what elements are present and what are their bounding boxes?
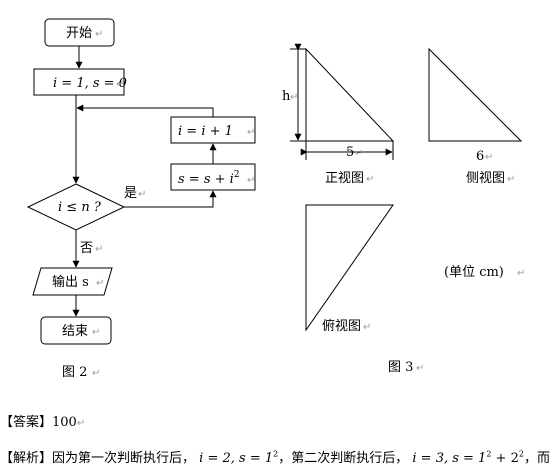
analysis-expr-2-plus: + 2 (491, 451, 519, 466)
return-mark: ↵ (290, 92, 298, 103)
analysis-expr-2-exp1: 2 (486, 449, 492, 459)
front-view-triangle (305, 47, 395, 142)
return-mark: ↵ (363, 322, 371, 333)
arrow-loop-back (76, 104, 214, 117)
output-label: 输出 s (52, 274, 89, 290)
return-mark: ↵ (507, 174, 515, 185)
top-view-triangle (305, 204, 394, 332)
return-mark: ↵ (96, 278, 104, 289)
analysis-expr-2-exp2: 2 (518, 449, 524, 459)
return-mark: ↵ (92, 327, 100, 338)
answer-value: 100 (52, 415, 77, 430)
yes-label: 是 (124, 186, 137, 201)
return-mark: ↵ (247, 175, 255, 186)
arrow-yes-update-s (124, 190, 217, 208)
init-label: i = 1, s = 0 (53, 76, 127, 91)
analysis-expr-1: i = 2, s = 1 (199, 451, 274, 466)
analysis-text-3: ，而 (523, 451, 550, 466)
return-mark: ↵ (116, 79, 124, 90)
no-label: 否 (80, 241, 93, 256)
init-box (33, 68, 125, 96)
unit-note: (单位 cm) (444, 265, 504, 280)
three-views (290, 43, 523, 332)
front-width-label: 5 (346, 145, 354, 160)
return-mark: ↵ (416, 363, 424, 374)
h-label: h (282, 89, 291, 104)
return-mark: ↵ (247, 127, 255, 138)
return-mark: ↵ (517, 268, 525, 279)
side-view-triangle (428, 47, 523, 142)
end-box (40, 316, 112, 345)
return-mark: ↵ (95, 244, 103, 255)
analysis-line: 【解析】因为第一次判断执行后， i = 2, s = 12，第二次判断执行后， … (0, 447, 550, 466)
return-mark: ↵ (92, 368, 100, 379)
return-mark: ↵ (76, 418, 86, 429)
flowchart (26, 18, 256, 345)
condition-label: i ≤ n ? (58, 200, 102, 215)
figure2-caption: 图 2 (62, 365, 87, 380)
front-view-label: 正视图 (325, 171, 364, 186)
answer-tag: 【答案】 (0, 415, 53, 430)
figure3-caption: 图 3 (388, 360, 413, 375)
return-mark: ↵ (485, 152, 493, 163)
analysis-text-2: ，第二次判断执行后， (278, 451, 409, 466)
output-text: 输出 s (52, 274, 89, 290)
analysis-expr-2: i = 3, s = 1 (412, 451, 487, 466)
analysis-expr-1-exp: 2 (273, 449, 279, 459)
return-mark: ↵ (95, 29, 103, 40)
update-s-text: s = s + i (178, 172, 234, 187)
update-s-label: s = s + i2 (178, 170, 240, 187)
return-mark: ↵ (355, 148, 363, 159)
analysis-tag: 【解析】 (0, 451, 53, 466)
output-box (32, 267, 113, 296)
answer-line: 【答案】100↵ (0, 411, 85, 430)
return-mark: ↵ (138, 189, 146, 200)
analysis-text-1: 因为第一次判断执行后， (52, 451, 196, 466)
side-width-label: 6 (476, 149, 484, 164)
update-s-exponent: 2 (234, 170, 240, 180)
start-label: 开始 (66, 26, 92, 41)
update-i-label: i = i + 1 (178, 124, 233, 139)
side-view-label: 侧视图 (466, 171, 505, 186)
top-view-label: 俯视图 (322, 318, 361, 334)
return-mark: ↵ (366, 174, 374, 185)
end-label: 结束 (62, 324, 88, 339)
